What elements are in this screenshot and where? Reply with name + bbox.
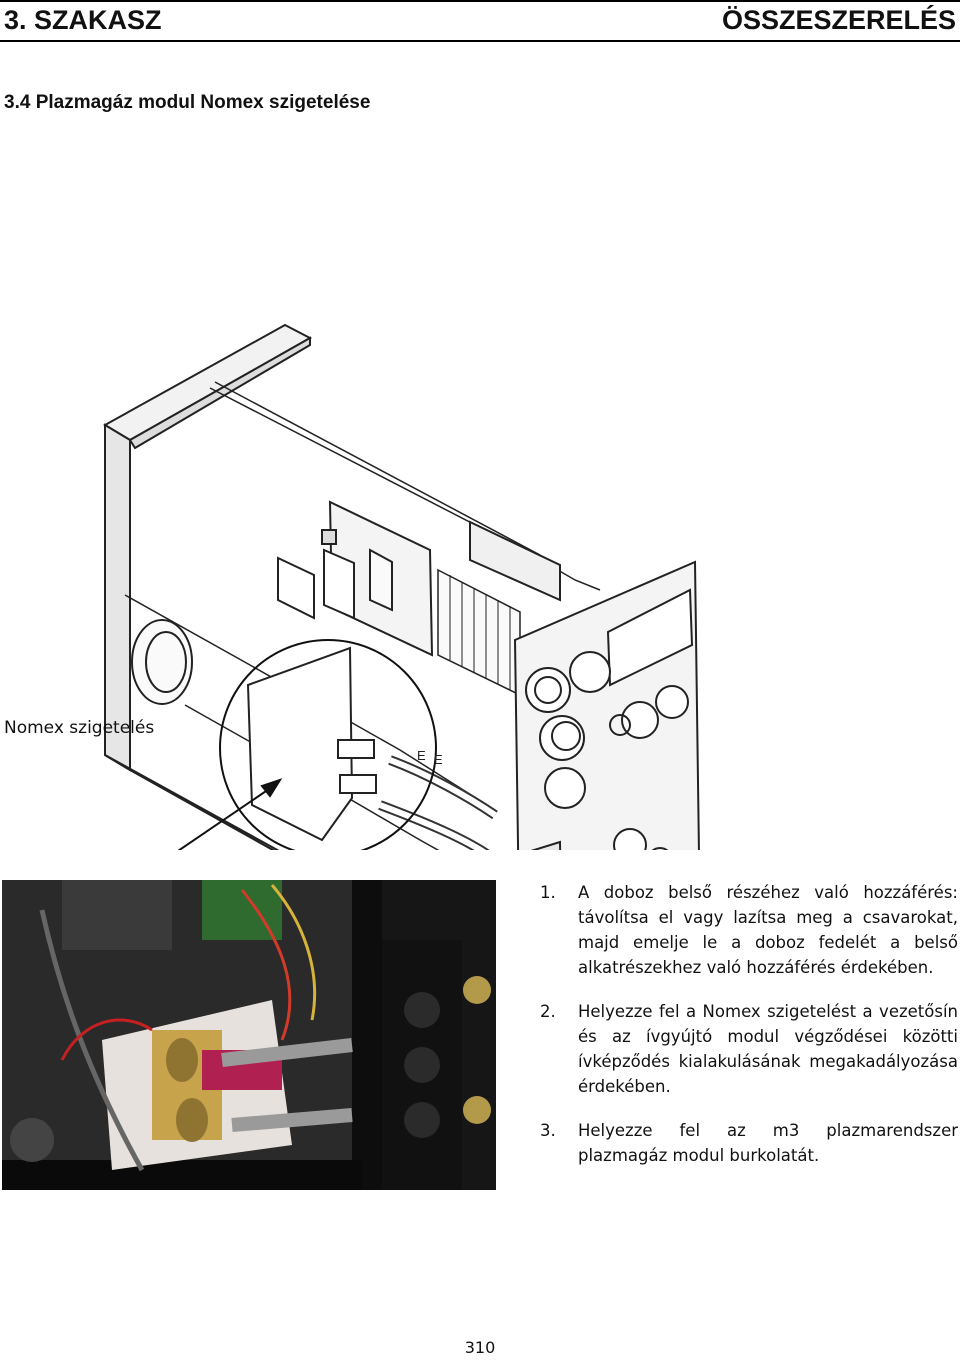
assembly-diagram: E E (0, 150, 960, 982)
header-rule-bottom (0, 40, 960, 42)
step-number: 2. (540, 1002, 556, 1021)
section-label: 3. SZAKASZ (4, 5, 162, 35)
page-number: 310 (464, 1338, 496, 1357)
step-text: Helyezze fel az m3 plazmarendszer plazma… (578, 1121, 958, 1165)
subsection-title: 3.4 Plazmagáz modul Nomex szigetelése (4, 92, 371, 113)
step-item: 2. Helyezze fel a Nomex szigetelést a ve… (540, 999, 958, 1099)
chapter-title: ÖSSZESZERELÉS (721, 5, 956, 35)
instruction-steps: 1. A doboz belső részéhez való hozzáféré… (540, 880, 958, 1187)
step-item: 3. Helyezze fel az m3 plazmarendszer pla… (540, 1118, 958, 1168)
photo-illustration (2, 880, 496, 1190)
step-text: A doboz belső részéhez való hozzáférés: … (578, 883, 958, 977)
diagram-label-e-1: E (417, 748, 426, 763)
nomex-callout-label: Nomex szigetelés (4, 718, 155, 738)
page-header: 3. SZAKASZ ÖSSZESZERELÉS (0, 0, 960, 44)
installation-photo (2, 880, 496, 1190)
step-number: 3. (540, 1121, 556, 1140)
diagram-label-e-2: E (434, 752, 443, 767)
step-number: 1. (540, 883, 556, 902)
assembly-drawing: E E (103, 323, 741, 982)
step-item: 1. A doboz belső részéhez való hozzáféré… (540, 880, 958, 980)
step-text: Helyezze fel a Nomex szigetelést a vezet… (578, 1002, 958, 1096)
header-rule-top (0, 0, 960, 2)
